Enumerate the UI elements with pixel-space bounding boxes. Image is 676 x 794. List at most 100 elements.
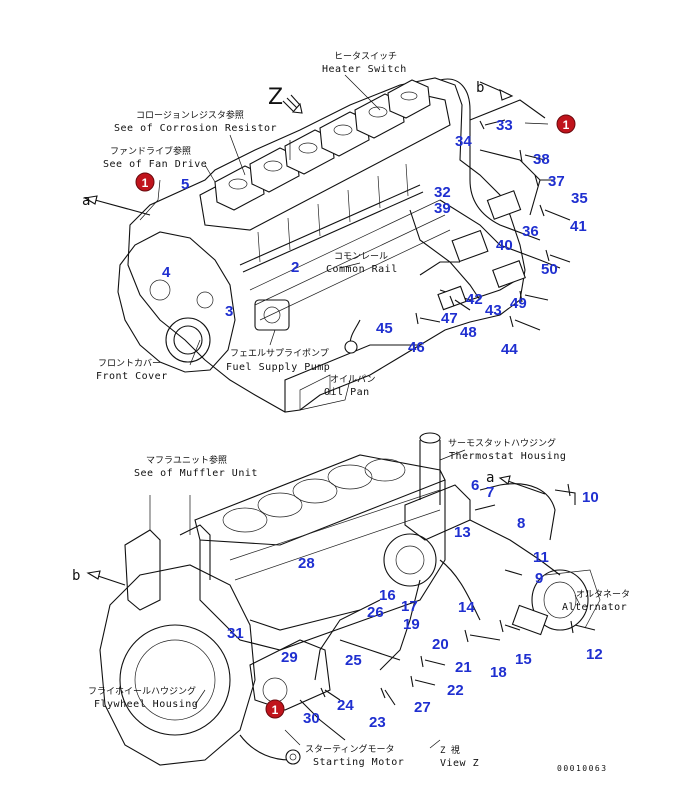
top-part-number-47: 47 [441,310,458,327]
oil-pan-label: Oil Pan [324,387,370,398]
top-part-number-33: 33 [496,117,513,134]
bottom-part-number-9: 9 [535,570,543,587]
bottom-part-number-22: 22 [447,682,464,699]
top-part-number-48: 48 [460,324,477,341]
bottom-part-number-30: 30 [303,710,320,727]
starting-motor-label: Starting Motor [313,757,404,768]
starting-motor-label-jp: スターティングモータ [305,743,394,755]
bottom-part-number-25: 25 [345,652,362,669]
bottom-part-number-14: 14 [458,599,475,616]
bottom-part-number-16: 16 [379,587,396,604]
top-part-number-45: 45 [376,320,393,337]
bottom-part-number-18: 18 [490,664,507,681]
marker-top-left-label: 1 [142,176,149,190]
fan-drive-label: See of Fan Drive [103,159,207,170]
connector-b-bottom: b [72,568,80,584]
muffler-unit-label: See of Muffler Unit [134,468,258,479]
top-part-number-41: 41 [570,218,587,235]
drawing-code: 00010063 [557,764,608,773]
top-part-number-50: 50 [541,261,558,278]
fuel-supply-pump-label: Fuel Supply Pump [226,362,330,373]
bottom-part-number-29: 29 [281,649,298,666]
heater-switch-label-jp: ヒータスイッチ [334,51,397,62]
connector-a-bottom: a [486,470,494,486]
bottom-part-number-7: 7 [486,484,494,501]
top-engine-drawing [83,77,571,413]
top-part-number-43: 43 [485,302,502,319]
top-callout-labels: ヒータスイッチ Heater Switch コロージョンレジスタ参照 See o… [82,51,484,398]
top-leaders [139,74,549,411]
view-letter: Z [268,85,283,110]
bottom-part-number-23: 23 [369,714,386,731]
thermostat-housing-label: Thermostat Housing [449,451,566,462]
bottom-part-number-15: 15 [515,651,532,668]
top-part-number-3: 3 [225,303,233,320]
top-part-number-42: 42 [466,291,483,308]
fan-drive-label-jp: ファンドライブ参照 [110,145,191,157]
view-z-label-jp: Z 視 [440,744,460,756]
flywheel-housing-label: Flywheel Housing [94,699,198,710]
top-part-number-46: 46 [408,339,425,356]
connector-b-top: b [476,80,484,96]
bottom-part-number-6: 6 [471,477,479,494]
top-part-number-36: 36 [522,223,539,240]
thermostat-housing-label-jp: サーモスタットハウジング [448,437,556,449]
corrosion-resistor-label: See of Corrosion Resistor [114,123,277,134]
bottom-part-number-13: 13 [454,524,471,541]
top-part-number-40: 40 [496,237,513,254]
bottom-part-number-21: 21 [455,659,472,676]
alternator-drawing [511,569,601,636]
bottom-part-number-24: 24 [337,697,354,714]
bottom-part-number-27: 27 [414,699,431,716]
view-z-label: View Z [440,758,479,769]
bottom-part-number-11: 11 [533,549,549,566]
bottom-callout-labels: マフラユニット参照 See of Muffler Unit サーモスタットハウジ… [72,437,630,773]
top-part-number-37: 37 [548,173,565,190]
alternator-label: Alternator [562,602,627,613]
bottom-part-number-28: 28 [298,555,315,572]
common-rail-label-jp: コモンレール [334,252,388,262]
heater-switch-label: Heater Switch [322,64,407,75]
top-part-number-2: 2 [291,259,299,276]
top-part-number-49: 49 [510,295,527,312]
oil-pan-label-jp: オイルパン [330,374,375,385]
top-part-number-35: 35 [571,190,588,207]
marker-bottom-label: 1 [272,703,279,717]
bottom-part-number-8: 8 [517,515,525,532]
bottom-bolts [320,483,596,706]
common-rail-label: Common Rail [326,264,398,275]
bottom-leaders [149,449,581,749]
bottom-engine-drawing [86,432,601,766]
bottom-part-number-10: 10 [582,489,599,506]
bottom-part-number-12: 12 [586,646,603,663]
alternator-label-jp: オルタネータ [576,589,630,600]
rocker-covers [214,79,431,211]
top-part-number-39: 39 [434,200,451,217]
connector-a-top: a [82,193,90,209]
top-part-number-44: 44 [501,341,518,358]
muffler-unit-label-jp: マフラユニット参照 [146,454,227,466]
corrosion-resistor-label-jp: コロージョンレジスタ参照 [136,109,244,121]
marker-top-right-label: 1 [563,118,570,132]
front-cover-label: Front Cover [96,371,168,382]
top-part-number-38: 38 [533,151,550,168]
bottom-part-number-19: 19 [403,616,420,633]
bottom-part-number-20: 20 [432,636,449,653]
top-part-number-32: 32 [434,184,451,201]
fuel-supply-pump-label-jp: フェエルサプライポンプ [230,348,329,359]
top-part-number-34: 34 [455,133,472,150]
marker-bottom: 1 [265,699,285,719]
front-cover-label-jp: フロントカバー [98,358,161,369]
marker-top-left: 1 [135,172,155,192]
top-part-number-5: 5 [181,176,189,193]
starting-motor-drawing [239,639,331,765]
marker-top-right: 1 [556,114,576,134]
bottom-part-number-31: 31 [227,625,244,642]
bottom-part-number-17: 17 [401,598,418,615]
cylinder-bores [222,458,406,533]
flywheel-housing-label-jp: フライホイールハウジング [88,685,196,697]
